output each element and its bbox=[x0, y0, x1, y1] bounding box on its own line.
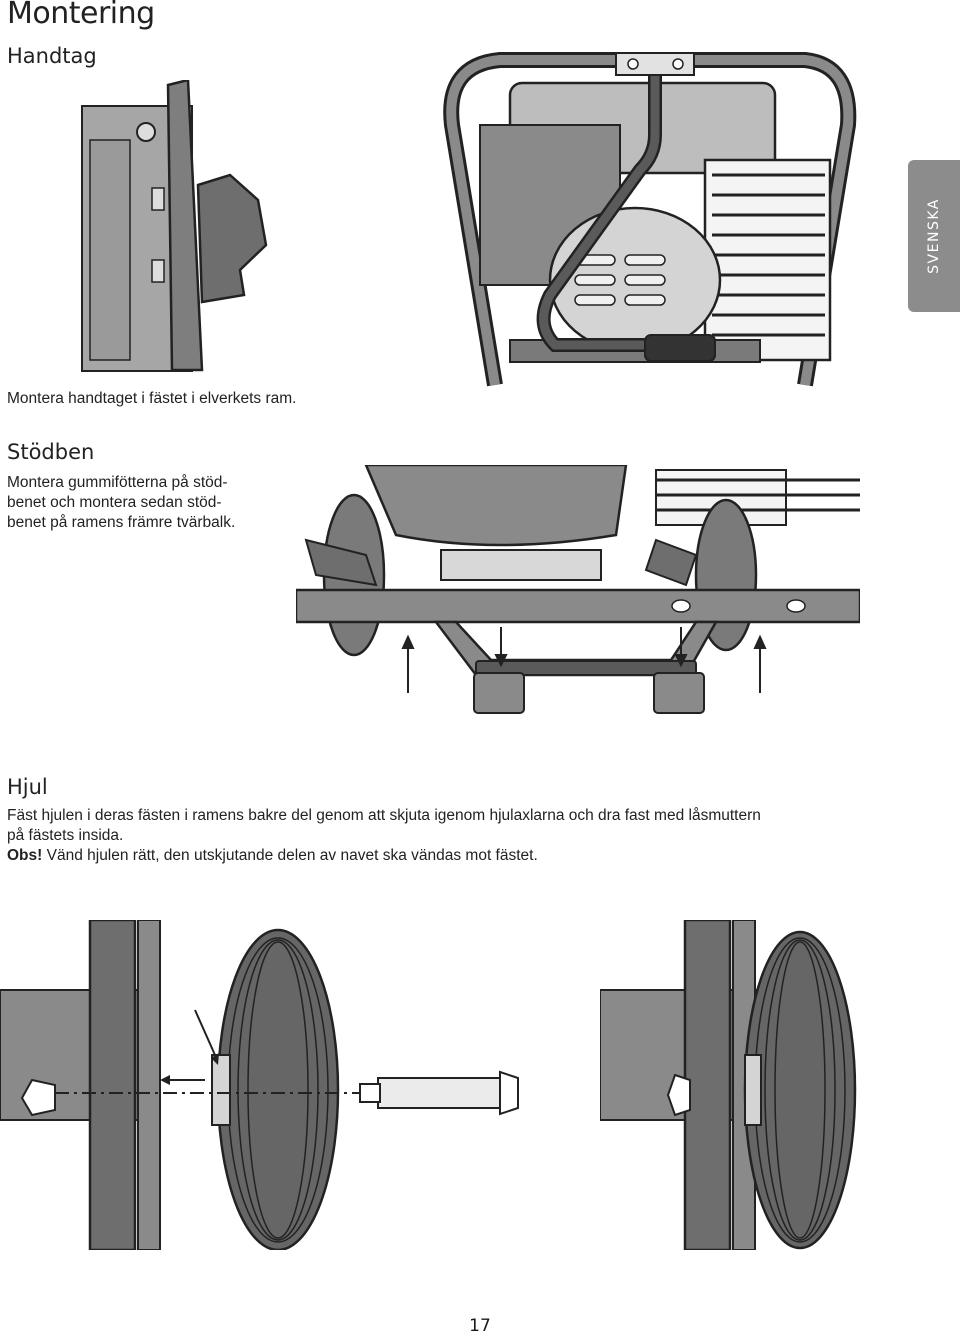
language-tab-label: SVENSKA bbox=[926, 198, 942, 274]
page-number: 17 bbox=[469, 1316, 491, 1336]
section-heading-stodben: Stödben bbox=[7, 440, 95, 464]
section-heading-hjul: Hjul bbox=[7, 775, 48, 799]
page-title: Montering bbox=[7, 0, 155, 31]
generator-frame-illustration bbox=[443, 52, 857, 387]
hjul-text-line-1: Fäst hjulen i deras fästen i ramens bakr… bbox=[7, 807, 761, 824]
hjul-note-text: Vänd hjulen rätt, den utskjutande delen … bbox=[42, 847, 538, 864]
handle-closeup-illustration bbox=[81, 80, 268, 372]
support-leg-illustration bbox=[296, 465, 860, 714]
hjul-note: Obs! Vänd hjulen rätt, den utskjutande d… bbox=[7, 846, 907, 866]
wheel-before-illustration bbox=[0, 920, 519, 1250]
hjul-text-line-2: på fästets insida. bbox=[7, 827, 124, 844]
section-text-handtag: Montera handtaget i fästet i elverkets r… bbox=[7, 390, 297, 407]
section-text-hjul: Fäst hjulen i deras fästen i ramens bakr… bbox=[7, 806, 907, 866]
section-text-stodben: Montera gummifötterna på stöd- benet och… bbox=[7, 473, 235, 533]
hjul-note-label: Obs! bbox=[7, 847, 43, 864]
stodben-text-line-3: benet på ramens främre tvärbalk. bbox=[7, 514, 236, 531]
language-tab: SVENSKA bbox=[908, 160, 960, 312]
stodben-text-line-1: Montera gummifötterna på stöd- bbox=[7, 474, 228, 491]
wheel-after-illustration bbox=[600, 920, 857, 1250]
section-heading-handtag: Handtag bbox=[7, 44, 97, 68]
stodben-text-line-2: benet och montera sedan stöd- bbox=[7, 494, 222, 511]
